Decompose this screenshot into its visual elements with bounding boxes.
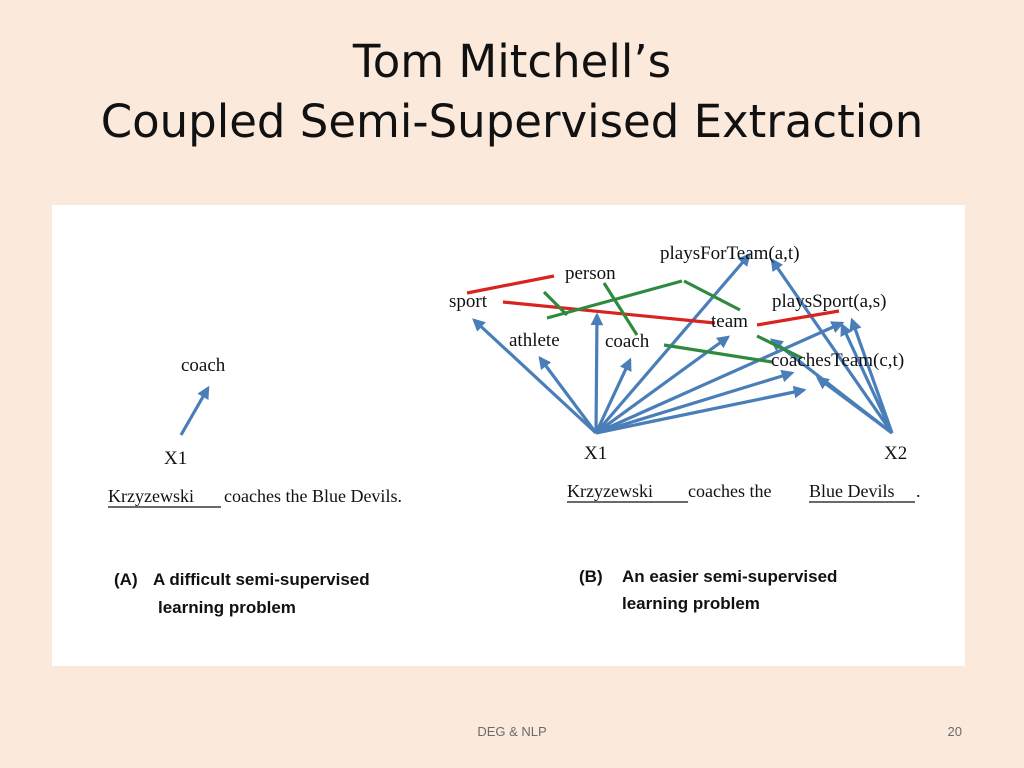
constraint-team-playssport (756, 309, 840, 327)
node-coachesteam: coachesTeam(c,t) (771, 350, 904, 371)
arrow-x1-to-coachesteam-lower (595, 385, 807, 435)
panel-b-red-constraints (466, 274, 840, 327)
constraint-athlete-playsforteam (546, 279, 683, 320)
input-x1-a: X1 (164, 448, 187, 469)
sentence-subject-b: Krzyzewski (567, 481, 653, 501)
sentence-middle-b: coaches the (688, 481, 771, 501)
node-coach-b: coach (605, 331, 650, 352)
arrow-x2-to-playsforteam (770, 257, 894, 434)
node-team: team (711, 311, 748, 332)
arrow-x2-to-playssport-left (840, 322, 894, 434)
node-athlete: athlete (509, 330, 560, 351)
caption-line2-a: learning problem (158, 598, 296, 617)
panel-b-arrows (472, 253, 894, 435)
constraint-person-coach (602, 282, 639, 336)
arrow-x2-to-coachesteam (815, 376, 893, 435)
sentence-object-b: Blue Devils (809, 481, 895, 501)
sentence-end-b: . (916, 481, 921, 501)
sentence-subject-a: Krzyzewski (108, 486, 194, 506)
constraint-coach-coachesteam (663, 343, 773, 364)
constraint-sport-team (502, 300, 716, 325)
arrow-x1-to-sport (472, 318, 598, 435)
coupled-learning-diagram: coach X1 Krzyzewski coaches the Blue Dev… (108, 243, 921, 617)
arrow-x1-to-coach (179, 385, 210, 436)
arrow-x1-to-coachesteam-upper (595, 369, 795, 435)
slide-title: Tom Mitchell’s Coupled Semi-Supervised E… (0, 32, 1024, 152)
caption-line2-b: learning problem (622, 594, 760, 613)
caption-line1-b: An easier semi-supervised (622, 567, 837, 586)
panel-a: coach X1 Krzyzewski coaches the Blue Dev… (108, 355, 402, 617)
node-sport: sport (449, 291, 488, 312)
arrow-x1-to-coach (594, 357, 632, 434)
node-playssport: playsSport(a,s) (772, 291, 887, 312)
constraint-playsforteam-team (683, 279, 741, 312)
arrow-x1-to-playsforteam (594, 253, 751, 435)
slide-page-number: 20 (947, 724, 962, 739)
caption-line1-a: A difficult semi-supervised (153, 570, 370, 589)
arrow-x1-to-person (590, 312, 604, 434)
slide-footer: DEG & NLP (477, 724, 547, 739)
caption-label-a: (A) (114, 570, 138, 589)
sentence-rest-a: coaches the Blue Devils. (224, 486, 402, 506)
panel-b-green-constraints (542, 279, 803, 364)
input-x2-b: X2 (884, 443, 907, 464)
node-person: person (565, 263, 616, 284)
constraint-team-coachesteam (756, 334, 803, 360)
figure-panel: coach X1 Krzyzewski coaches the Blue Dev… (52, 205, 965, 666)
node-playsforteam: playsForTeam(a,t) (660, 243, 800, 264)
arrow-x1-to-playssport (595, 321, 845, 435)
constraint-person-athlete (542, 290, 569, 317)
caption-label-b: (B) (579, 567, 603, 586)
panel-b-text: Krzyzewski coaches the Blue Devils . (B)… (567, 481, 921, 613)
title-line-1: Tom Mitchell’s (352, 35, 672, 88)
constraint-sport-person (466, 274, 555, 295)
arrow-x1-to-athlete (538, 355, 598, 434)
panel-b-nodes: playsForTeam(a,t) person sport playsSpor… (449, 243, 907, 464)
node-coach-a: coach (181, 355, 226, 376)
arrow-x2-to-playssport-right (849, 317, 894, 434)
title-line-2: Coupled Semi-Supervised Extraction (100, 95, 924, 148)
input-x1-b: X1 (584, 443, 607, 464)
